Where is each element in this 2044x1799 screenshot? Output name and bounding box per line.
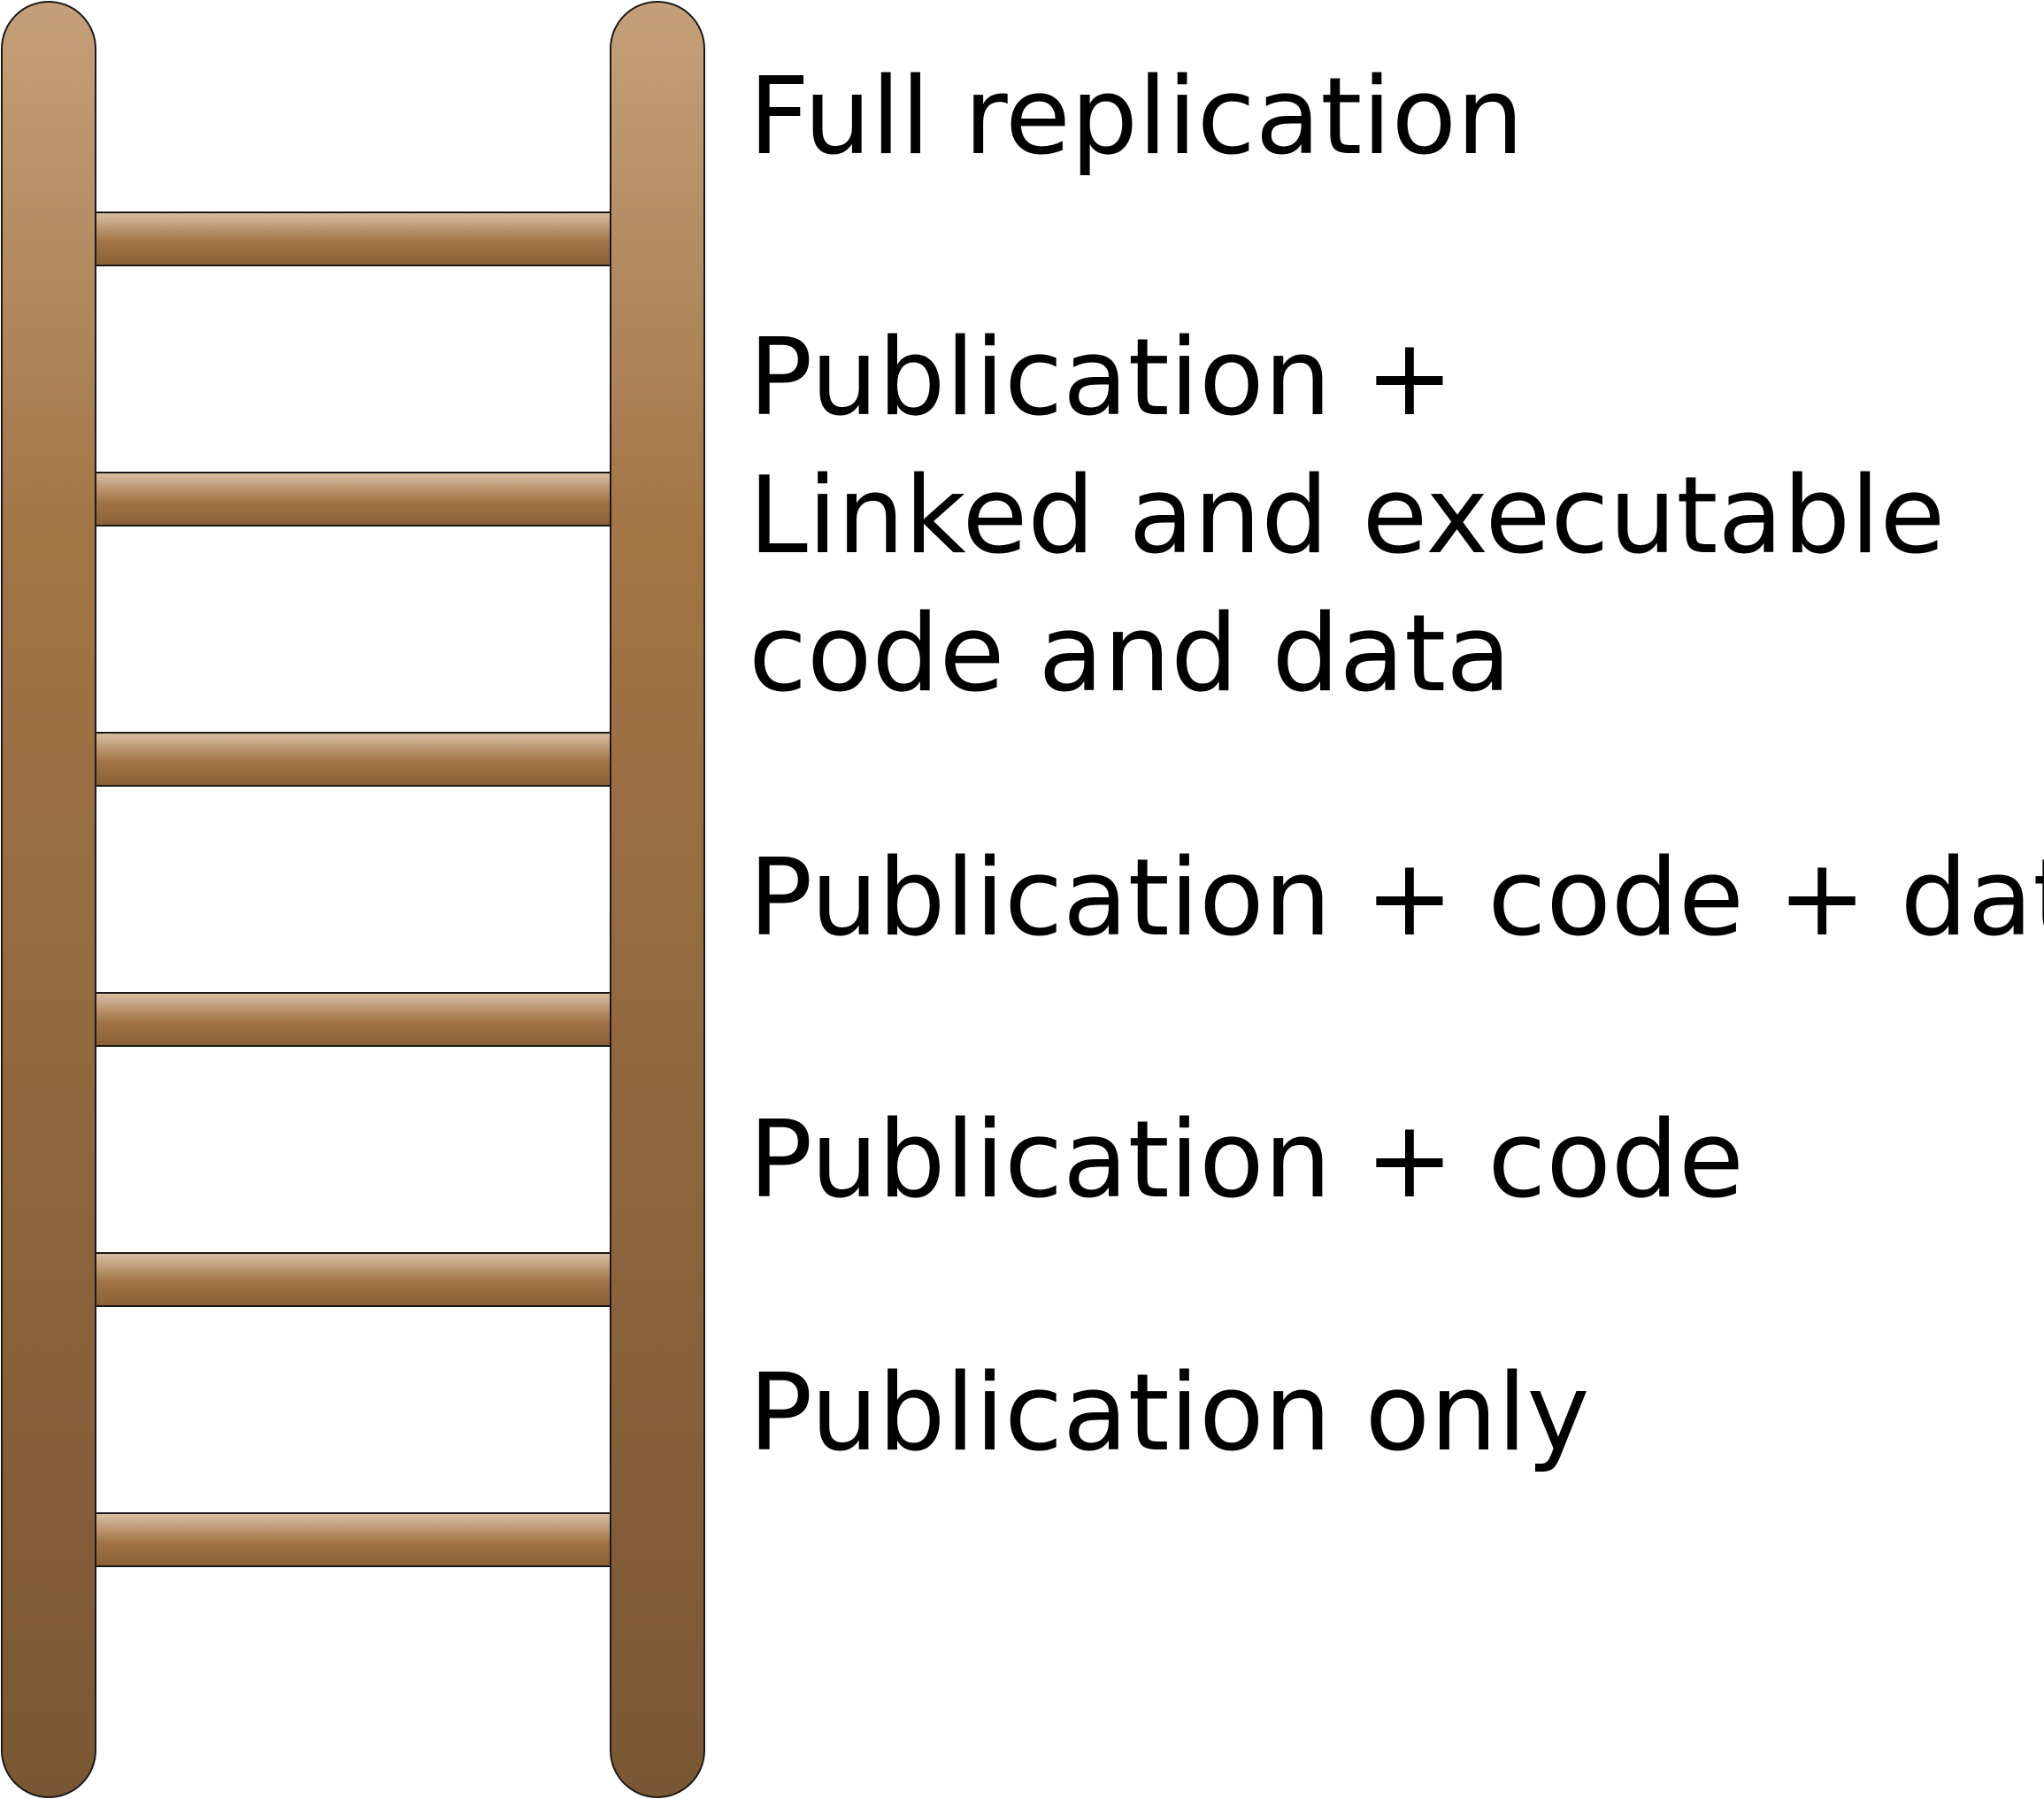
ladder-rung bbox=[93, 1252, 611, 1307]
level-label-line: Publication only bbox=[749, 1352, 1590, 1475]
level-label-line: Publication + bbox=[749, 317, 1455, 440]
level-label-code: Publication + code bbox=[749, 1092, 1744, 1230]
level-label-line: code and data bbox=[749, 593, 1511, 716]
ladder-right-rail bbox=[610, 1, 705, 1798]
level-label-line: Linked and executable bbox=[749, 455, 1946, 578]
level-label-linked-executable: Publication + Linked and executable code… bbox=[749, 310, 1945, 724]
ladder-rung bbox=[93, 732, 611, 787]
ladder-rung bbox=[93, 211, 611, 266]
ladder-rung bbox=[93, 1512, 611, 1567]
level-label-full-replication: Full replication bbox=[749, 49, 1524, 187]
ladder-left-rail bbox=[1, 1, 96, 1798]
ladder-rungs bbox=[93, 211, 611, 1567]
ladder-rung bbox=[93, 992, 611, 1047]
level-label-line: Publication + code bbox=[749, 1099, 1744, 1222]
level-label-publication-only: Publication only bbox=[749, 1345, 1590, 1483]
level-label-line: Full replication bbox=[749, 56, 1525, 179]
level-label-line: Publication + code + data bbox=[749, 837, 2044, 960]
ladder-rung bbox=[93, 472, 611, 527]
level-label-code-data: Publication + code + data bbox=[749, 830, 2044, 968]
